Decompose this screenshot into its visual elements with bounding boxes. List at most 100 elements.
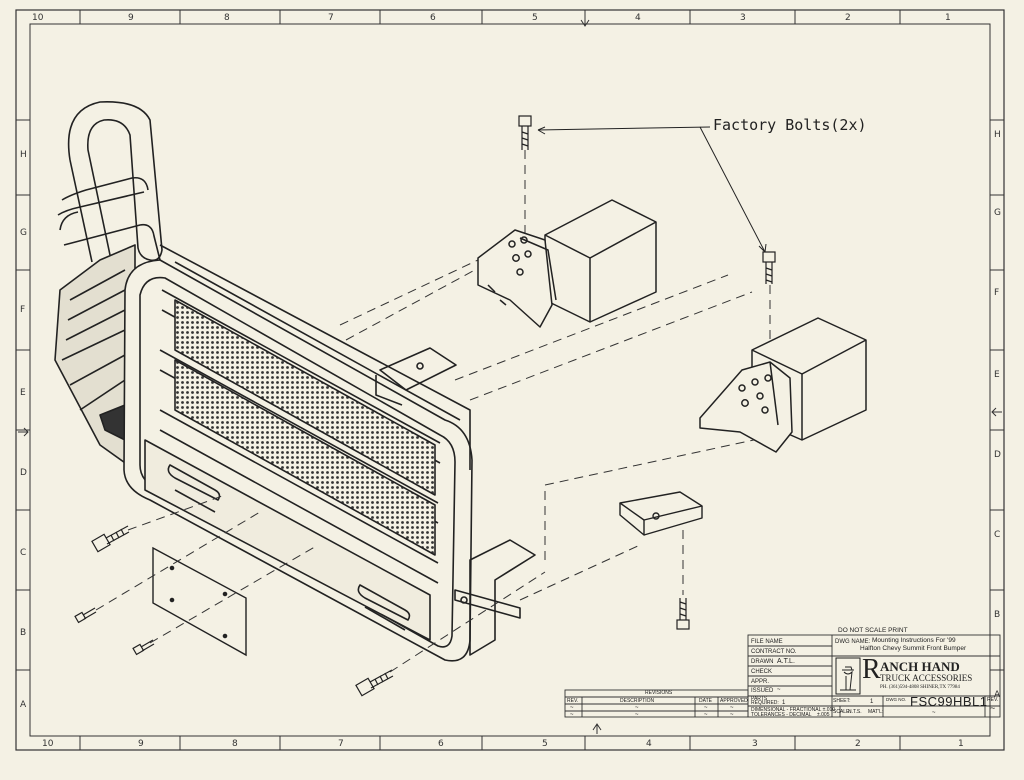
- bracket-lower: [699, 317, 867, 453]
- zone-row-right-5: D: [994, 450, 1001, 460]
- zone-row-left-7: B: [20, 628, 27, 638]
- zone-col-top-10: 1: [945, 13, 951, 23]
- zone-col-bottom-5: 6: [438, 739, 444, 749]
- dwg-name-label: DWG NAME:: [835, 639, 871, 645]
- zone-row-left-5: D: [20, 468, 27, 478]
- brand-name: ANCH HAND: [880, 659, 960, 674]
- zone-col-top-2: 9: [128, 13, 134, 23]
- zone-col-top-8: 3: [740, 13, 746, 23]
- dwg-no-label: DWG NO.: [886, 697, 907, 702]
- scale-value: N.T.S.: [848, 709, 862, 715]
- revisions-cell: ~: [635, 705, 639, 711]
- zone-col-top-7: 4: [635, 13, 641, 23]
- tube-upper: [161, 289, 441, 444]
- required-label: REQUIRED:: [751, 700, 779, 706]
- zone-row-left-4: E: [20, 388, 26, 398]
- zone-col-top-4: 7: [328, 13, 334, 23]
- file-name-label: FILE NAME: [751, 639, 783, 645]
- revisions-header-date: DATE: [699, 698, 712, 704]
- grille-guard: [54, 101, 536, 662]
- bottom-bolt: [676, 598, 690, 630]
- revisions-header-rev: REV.: [567, 698, 579, 704]
- zone-row-left-1: H: [20, 150, 27, 160]
- contract-label: CONTRACT NO.: [751, 649, 797, 655]
- center-mark-right: [991, 407, 1002, 417]
- top-loop-rail: [67, 101, 163, 262]
- dimensional-note: DIMENSIONAL - FRACTIONAL ±.010: [751, 707, 836, 713]
- inner-border: [29, 23, 991, 737]
- revisions-cell: ~: [570, 712, 574, 718]
- sheet-label: SHEET:: [833, 698, 851, 704]
- rev-value: ~: [990, 703, 996, 713]
- revisions-cell: ~: [570, 705, 574, 711]
- revisions-cell: ~: [730, 705, 734, 711]
- bracket-upper: [477, 199, 657, 328]
- zone-col-top-9: 2: [845, 13, 851, 23]
- zone-row-right-6: C: [994, 530, 1001, 540]
- outer-border: [15, 9, 1005, 751]
- tolerances-note: TOLERANCES - DECIMAL: [751, 712, 812, 718]
- mount-flange: [469, 539, 536, 656]
- zone-row-right-4: E: [994, 370, 1000, 380]
- zone-row-left-2: G: [20, 228, 27, 238]
- do-not-scale-notice: DO NOT SCALE PRINT: [838, 627, 908, 634]
- zone-col-bottom-7: 4: [646, 739, 652, 749]
- zone-col-bottom-9: 2: [855, 739, 861, 749]
- required-value: 1: [782, 700, 786, 706]
- brand-phone: PH. (361)594-4808 SHINER,TX 77984: [880, 685, 960, 690]
- assembly-lines: [95, 150, 801, 673]
- zone-col-top-3: 8: [224, 13, 230, 23]
- scale-label: SCALE:: [833, 709, 851, 715]
- zone-col-bottom-6: 5: [542, 739, 548, 749]
- zone-row-right-2: G: [994, 208, 1001, 218]
- center-mark-bottom: [592, 723, 602, 734]
- brand-initial: R: [862, 654, 881, 685]
- center-mark-top: [580, 16, 590, 27]
- zone-col-bottom-4: 7: [338, 739, 344, 749]
- issued-label: ISSUED: [751, 688, 774, 694]
- revisions-cell: ~: [730, 712, 734, 718]
- brand-tagline: TRUCK ACCESSORIES: [880, 673, 973, 683]
- check-label: CHECK: [751, 669, 773, 675]
- title-block-lines: [564, 634, 1001, 718]
- zone-col-bottom-10: 1: [958, 739, 964, 749]
- matl-label: MAT'L:: [868, 709, 884, 715]
- dwg-number: FSC99HBL1: [910, 694, 988, 709]
- bolt-plate: [132, 639, 155, 656]
- tube-lower: [159, 409, 439, 564]
- zone-row-left-6: C: [20, 548, 27, 558]
- center-mark-left: [18, 427, 29, 437]
- drawn-label: DRAWN: [751, 659, 774, 665]
- matl-value: ~: [932, 710, 936, 716]
- revisions-cell: ~: [704, 705, 708, 711]
- issued-value: ~: [777, 687, 781, 693]
- revisions-title: REVISIONS: [645, 690, 673, 696]
- revisions-cell: ~: [635, 712, 639, 718]
- zone-col-top-6: 5: [532, 13, 538, 23]
- bolt-left-lower: [74, 607, 97, 624]
- zone-row-right-3: F: [994, 288, 1000, 298]
- revisions-header-approved: APPROVED: [720, 698, 748, 704]
- zone-col-bottom-2: 9: [138, 739, 144, 749]
- factory-bolt-2: [762, 251, 776, 284]
- revisions-header-description: DESCRIPTION: [620, 698, 655, 704]
- tolerance-decimal: ±.005: [817, 712, 830, 718]
- callout-leaders: [537, 126, 767, 253]
- mesh-lower: [174, 359, 436, 556]
- l-bracket: [619, 491, 703, 536]
- zone-col-bottom-3: 8: [232, 739, 238, 749]
- zone-row-left-3: F: [20, 305, 26, 315]
- mesh-upper: [174, 299, 436, 496]
- zone-col-top-1: 10: [32, 13, 44, 23]
- bolt-left-upper: [91, 525, 130, 553]
- zone-col-bottom-8: 3: [752, 739, 758, 749]
- license-plate: [152, 546, 247, 657]
- drawn-value: A.T.L.: [777, 658, 795, 665]
- factory-bolt-1: [518, 115, 532, 150]
- cowboy-logo: [835, 657, 861, 695]
- tube-middle: [159, 349, 439, 504]
- appr-label: APPR.: [751, 679, 770, 685]
- bolt-bottom: [355, 669, 394, 697]
- factory-bolts-callout: Factory Bolts(2x): [713, 116, 867, 134]
